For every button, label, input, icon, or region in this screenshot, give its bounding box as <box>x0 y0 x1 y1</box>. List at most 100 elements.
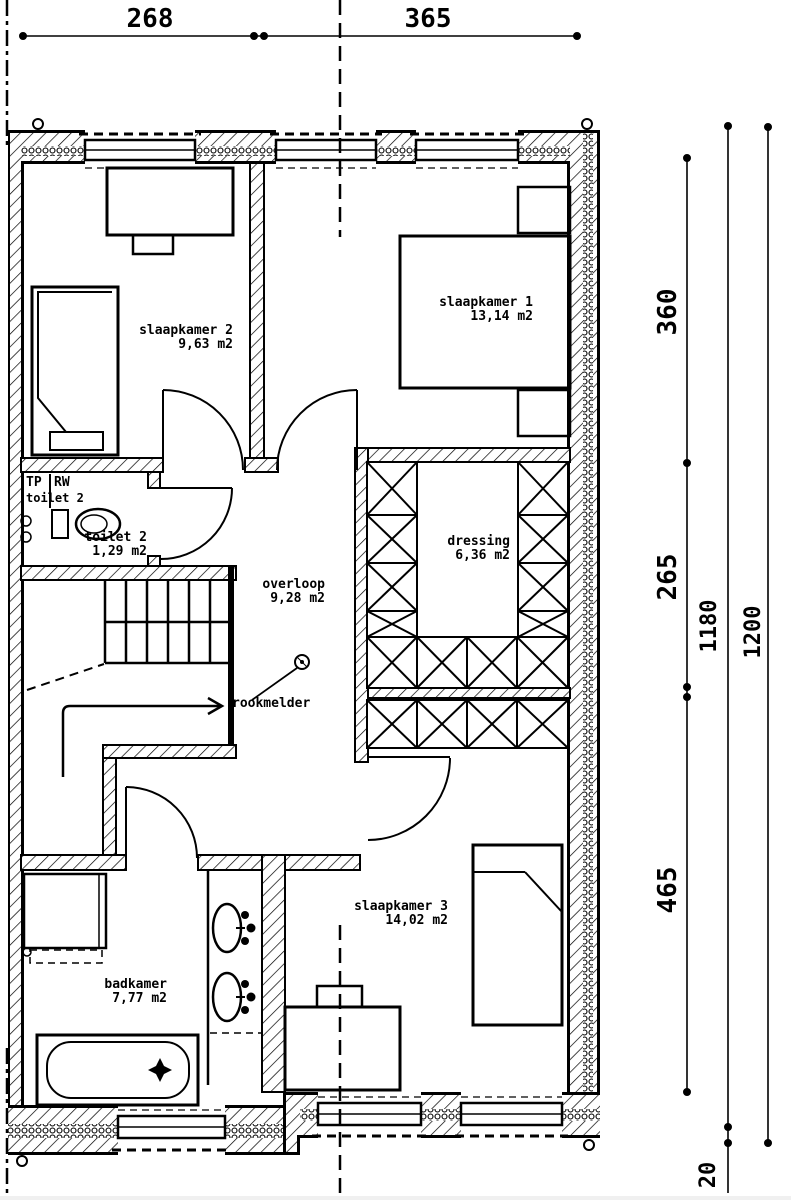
door-slaapkamer-2 <box>162 389 244 471</box>
dimension-label-20: 20 <box>696 1161 721 1189</box>
pipe-icon <box>583 1139 595 1151</box>
chair-icon <box>131 233 175 256</box>
wall-segment <box>20 457 164 473</box>
wardrobe-icon <box>466 636 518 689</box>
wall-segment <box>147 471 161 489</box>
toilet-icon <box>51 507 122 541</box>
wall-segment <box>593 133 597 1136</box>
smoke-detector-label: rookmelder <box>232 696 311 711</box>
door-badkamer <box>125 786 198 859</box>
sink-icon <box>211 971 256 1023</box>
wardrobe-icon <box>466 699 518 749</box>
wardrobe-icon <box>516 699 569 749</box>
wardrobe-icon <box>366 514 418 564</box>
wardrobe-icon <box>517 461 569 516</box>
pipe-icon <box>16 1155 28 1167</box>
dimension-label-1200: 1200 <box>741 605 766 659</box>
reference-lines <box>5 0 342 1200</box>
wall-segment <box>297 1135 300 1155</box>
stair-walk-arrow <box>207 696 225 716</box>
pipe-icon <box>20 531 32 543</box>
duct-label-room: toilet 2 <box>26 491 84 505</box>
duct-label-tp: TP <box>26 475 42 490</box>
wall-segment <box>286 1095 300 1152</box>
wardrobe-icon <box>517 514 569 564</box>
window <box>312 1089 427 1141</box>
wardrobe-icon <box>366 562 418 612</box>
stairs <box>26 580 229 777</box>
sink-icon <box>211 902 256 954</box>
wardrobe-icon <box>416 699 468 749</box>
interior-walls <box>20 162 571 1093</box>
dimension-lines <box>19 32 772 1193</box>
stair-break-line <box>26 663 105 691</box>
nightstand-icon <box>516 185 572 235</box>
desk-icon <box>283 1005 402 1092</box>
wall-segment <box>102 757 117 871</box>
pipe-icon <box>32 118 44 130</box>
dimension-label-265: 265 <box>653 553 683 601</box>
wall-segment <box>249 162 265 473</box>
wall-segment <box>102 744 237 759</box>
pipe-icon <box>581 118 593 130</box>
nightstand-icon <box>516 388 572 438</box>
wall-segment <box>20 565 237 581</box>
desk-icon <box>105 166 235 237</box>
window <box>79 127 201 169</box>
dimension-label-top-left: 268 <box>126 4 174 34</box>
wall-segment <box>570 133 583 1136</box>
bed-icon <box>471 843 564 1027</box>
window <box>112 1103 231 1157</box>
wardrobes <box>366 461 569 749</box>
smoke-detector-icon <box>251 654 310 701</box>
wall-segment <box>597 130 600 1138</box>
wardrobe-icon <box>366 699 418 749</box>
duct-label-rw: RW <box>54 475 70 490</box>
pipe-icon <box>20 515 32 527</box>
wardrobe-icon <box>366 461 418 516</box>
wardrobe-icon <box>366 610 418 638</box>
wardrobe-icon <box>516 636 569 689</box>
stair-walk-line <box>61 704 220 777</box>
wardrobe-icon <box>517 562 569 612</box>
wall-segment <box>367 687 571 699</box>
wall-segment <box>20 854 127 871</box>
wall-segment <box>283 1092 286 1155</box>
pipe-symbols <box>16 118 595 1167</box>
door-toilet-2 <box>159 487 233 561</box>
wall-segment <box>8 133 10 1155</box>
dimension-label-360: 360 <box>653 288 683 336</box>
furniture <box>20 166 572 1107</box>
doors <box>125 389 451 859</box>
door-slaapkamer-1 <box>276 389 358 471</box>
wall-segment <box>244 457 279 473</box>
window <box>410 127 524 169</box>
windows <box>79 127 568 1157</box>
door-slaapkamer-3 <box>367 756 451 841</box>
wall-segment <box>10 133 21 1155</box>
bed-icon <box>30 285 120 457</box>
wall-segment <box>283 1092 597 1095</box>
wall-segment <box>583 133 593 1136</box>
wall-segment <box>261 854 286 1093</box>
dimension-label-465: 465 <box>653 866 683 914</box>
wall-segment <box>356 447 571 463</box>
wardrobe-icon <box>517 610 569 638</box>
wall-segment <box>283 1135 600 1138</box>
bed-icon <box>398 234 572 390</box>
wardrobe-icon <box>366 636 418 689</box>
wall-segment <box>228 565 234 758</box>
wardrobe-icon <box>416 636 468 689</box>
bathtub-icon <box>35 1033 200 1107</box>
window <box>270 127 382 169</box>
dimension-label-top-right: 365 <box>404 4 452 34</box>
cabinet-icon <box>22 872 108 964</box>
